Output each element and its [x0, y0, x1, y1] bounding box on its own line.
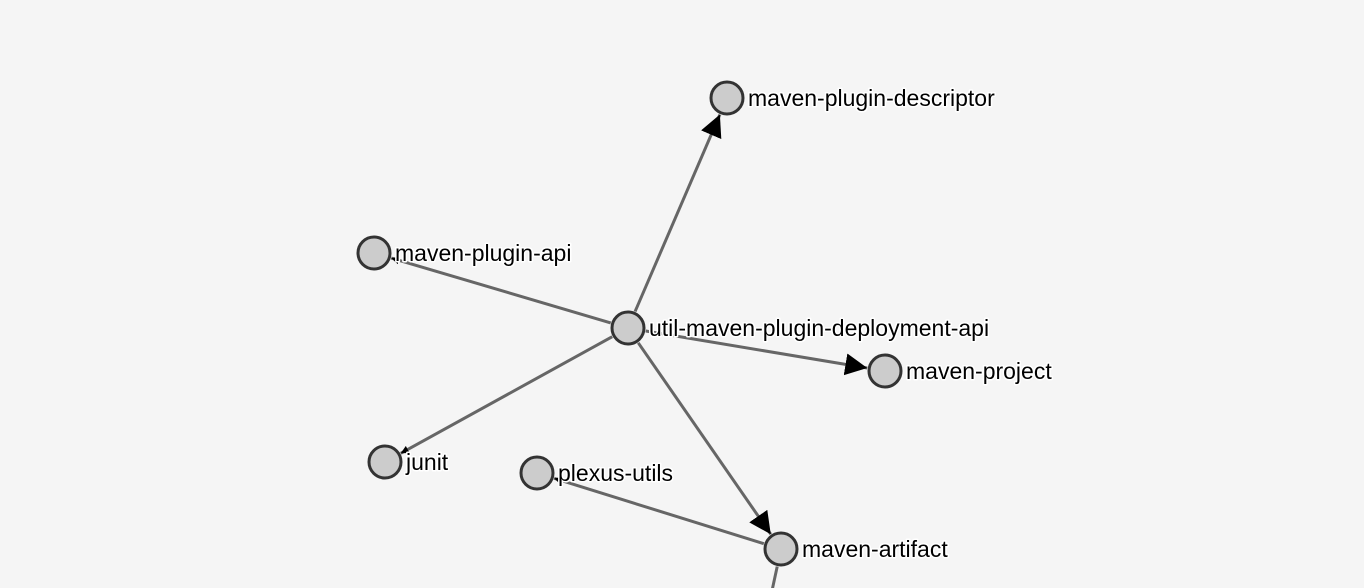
node-circle[interactable]	[519, 455, 555, 491]
edge-maven-artifact-to-offscreen	[771, 566, 779, 588]
node-plexus-utils[interactable]: plexus-utils	[519, 455, 675, 491]
node-label: junit	[405, 449, 449, 475]
node-util-maven-plugin-deployment-api[interactable]: util-maven-plugin-deployment-api	[610, 310, 991, 346]
node-circle[interactable]	[610, 310, 646, 346]
node-circle[interactable]	[709, 80, 745, 116]
edge-util-maven-plugin-deployment-api-to-maven-artifact	[637, 341, 772, 536]
node-circle[interactable]	[367, 444, 403, 480]
node-circle[interactable]	[763, 531, 799, 567]
edge-util-maven-plugin-deployment-api-to-maven-project	[645, 329, 868, 376]
node-label: plexus-utils	[558, 460, 673, 486]
node-circle[interactable]	[867, 353, 903, 389]
edges-layer	[390, 113, 868, 588]
node-maven-artifact[interactable]: maven-artifact	[763, 531, 950, 567]
node-label: maven-plugin-descriptor	[748, 85, 995, 111]
node-circle[interactable]	[356, 235, 392, 271]
edge-maven-artifact-to-plexus-utils	[553, 476, 765, 546]
node-maven-plugin-api[interactable]: maven-plugin-api	[356, 235, 573, 271]
edge-util-maven-plugin-deployment-api-to-maven-plugin-descriptor	[633, 113, 722, 313]
node-maven-plugin-descriptor[interactable]: maven-plugin-descriptor	[709, 80, 997, 116]
edge-util-maven-plugin-deployment-api-to-maven-plugin-api	[390, 256, 612, 325]
nodes-layer: util-maven-plugin-deployment-api maven-pl…	[356, 80, 1054, 567]
node-maven-project[interactable]: maven-project	[867, 353, 1054, 389]
node-label: maven-plugin-api	[395, 240, 571, 266]
node-label: maven-artifact	[802, 536, 948, 562]
edge-util-maven-plugin-deployment-api-to-junit	[400, 335, 613, 455]
node-junit[interactable]: junit	[367, 444, 450, 480]
node-label: util-maven-plugin-deployment-api	[649, 315, 989, 341]
node-label: maven-project	[906, 358, 1052, 384]
